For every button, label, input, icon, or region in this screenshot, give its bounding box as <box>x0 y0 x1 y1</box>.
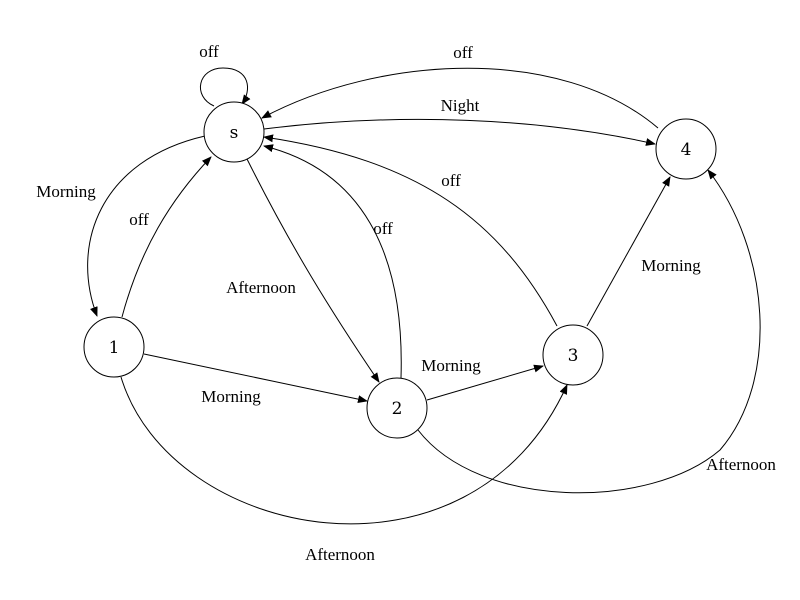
edge-1-to-s <box>121 156 212 318</box>
label-s-self: off <box>199 42 219 61</box>
label-2-to-3: Morning <box>421 356 481 375</box>
node-2-label: 2 <box>392 399 403 419</box>
node-3: 3 <box>542 324 604 386</box>
label-2-to-s: off <box>373 219 393 238</box>
label-2-to-4: Afternoon <box>706 455 776 474</box>
node-4-label: 4 <box>681 140 692 160</box>
label-1-to-s: off <box>129 210 149 229</box>
edge-s-self-loop <box>199 67 251 107</box>
label-1-to-3: Afternoon <box>305 545 375 564</box>
label-3-to-s: off <box>441 171 461 190</box>
edge-3-to-s <box>263 134 558 327</box>
label-s-to-2: Afternoon <box>226 278 296 297</box>
node-1-label: 1 <box>109 338 120 358</box>
node-3-label: 3 <box>568 346 579 366</box>
label-3-to-4: Morning <box>641 256 701 275</box>
edge-2-to-3 <box>426 364 544 401</box>
node-s-label: s <box>230 123 239 143</box>
edge-1-to-3 <box>120 376 568 525</box>
edge-3-to-4 <box>586 176 671 327</box>
edges <box>87 67 761 525</box>
node-4: 4 <box>655 118 717 180</box>
label-s-to-1: Morning <box>36 182 96 201</box>
node-s: s <box>203 101 265 163</box>
edge-s-to-1 <box>87 135 206 317</box>
edge-2-to-s <box>263 144 402 379</box>
edge-1-to-2 <box>143 353 368 404</box>
label-s-to-4: Night <box>441 96 480 115</box>
edge-2-to-4 <box>417 169 761 494</box>
node-2: 2 <box>366 377 428 439</box>
nodes: s 1 2 3 4 <box>83 101 717 439</box>
edge-labels: off off Night Morning off Afternoon off … <box>36 42 776 564</box>
label-4-to-s: off <box>453 43 473 62</box>
label-1-to-2: Morning <box>201 387 261 406</box>
node-1: 1 <box>83 316 145 378</box>
edge-4-to-s <box>261 67 659 129</box>
edge-s-to-2 <box>246 158 380 383</box>
edge-s-to-4 <box>263 118 656 146</box>
